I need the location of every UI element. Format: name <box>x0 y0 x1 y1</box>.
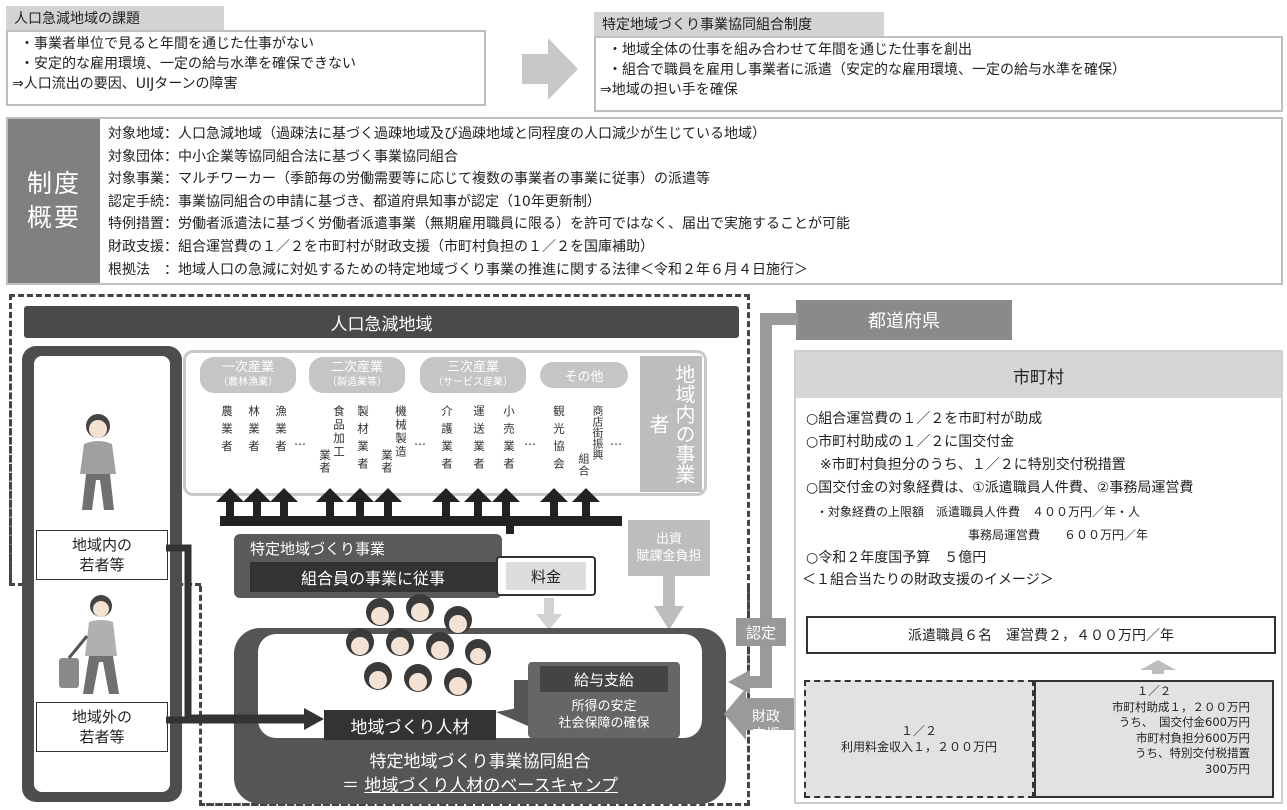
overview-row: 対象事業：マルチワーカー（季節毎の労働需要等に応じて複数の事業者の事業に従事）の… <box>108 171 710 188</box>
fee-down-arrow <box>536 598 562 630</box>
person-icon <box>80 414 116 510</box>
ellipsis-2: … <box>414 434 426 448</box>
people-group-icon <box>346 594 491 696</box>
young-out-label: 地域外の 若者等 <box>36 702 168 752</box>
issues-panel: 人口急減地域の課題 ・事業者単位で見ると年間を通じた仕事がない ・安定的な雇用環… <box>6 6 486 106</box>
city-budget: ○令和２年度国予算 ５億円 <box>806 550 987 566</box>
business-machinery: 機械製造業者 <box>380 405 408 474</box>
business-care: 介護業者 <box>440 405 454 475</box>
salary-title: 給与支給 <box>540 666 668 692</box>
city-line: ○組合運営費の１／２を市町村が助成 <box>806 411 1043 427</box>
fee-label: 料金 <box>506 562 586 590</box>
ellipsis-3: … <box>524 434 536 448</box>
local-businesses: 地域内の事業者 <box>640 356 702 492</box>
business-agriculture: 農業者 <box>220 405 234 458</box>
project-work: 組合員の事業に従事 <box>250 562 496 592</box>
certify-label: 認定 <box>736 618 786 646</box>
issues-title: 人口急減地域の課題 <box>6 6 224 30</box>
system-line: ・地域全体の仕事を組み合わせて年間を通じた仕事を創出 <box>608 42 972 58</box>
city-lines: ○組合運営費の１／２を市町村が助成 ○市町村助成の１／２に国交付金 ※市町村負担… <box>802 408 1276 590</box>
overview-row: 認定手続：事業協同組合の申請に基づき、都道府県知事が認定（10年更新制） <box>108 193 601 210</box>
industry-primary: 一次産業 （農林漁業） <box>200 357 296 393</box>
issues-line: ・事業者単位で見ると年間を通じた仕事がない <box>20 36 314 52</box>
salary-arrow <box>496 680 528 726</box>
system-panel: 特定地域づくり事業協同組合制度 ・地域全体の仕事を組み合わせて年間を通じた仕事を… <box>594 6 1283 112</box>
city-panel <box>794 350 1283 804</box>
coop-title: 特定地域づくり事業協同組合 ＝ 地域づくり人材のベースキャンプ <box>260 746 700 802</box>
business-tourism: 観光協会 <box>552 405 566 475</box>
industry-secondary: 二次産業 （製造業等） <box>309 357 405 393</box>
city-line: ○国交付金の対象経費は、①派遣職員人件費、②事務局運営費 <box>806 480 1194 496</box>
business-lumber: 製材業者 <box>356 405 370 475</box>
region-title: 人口急減地域 <box>24 306 739 338</box>
overview-row: 根拠法 ：地域人口の急減に対処するための特定地域づくり事業の推進に関する法律＜令… <box>108 261 808 278</box>
business-fishery: 漁業者 <box>274 405 288 458</box>
half-right: １／２ 市町村助成１，２００万円 うち、 国交付金600万円 市町村負担分600… <box>1034 680 1274 798</box>
ellipsis-1: … <box>294 434 306 448</box>
talent-label: 地域づくり人材 <box>324 710 496 740</box>
pref-title: 都道府県 <box>796 300 1012 340</box>
business-forestry: 林業者 <box>247 405 261 458</box>
coop-name: 特定地域づくり事業協同組合 <box>369 752 591 772</box>
city-image-title: ＜１組合当たりの財政支援のイメージ＞ <box>802 572 1054 588</box>
city-title: 市町村 <box>796 352 1281 398</box>
dispatch-arrows <box>216 488 622 534</box>
issues-line: ・安定的な雇用環境、一定の給与水準を確保できない <box>20 56 356 72</box>
coop-subtitle: ＝ 地域づくり人材のベースキャンプ <box>341 776 619 796</box>
right-arrow-icon <box>522 38 578 100</box>
business-shopping: 商店街振興組合 <box>577 405 604 477</box>
city-line: ○市町村助成の１／２に国交付金 <box>806 434 1015 450</box>
salary-text: 所得の安定 社会保障の確保 <box>558 699 650 731</box>
overview-row: 財政支援：組合運営費の１／２を市町村が財政支援（市町村負担の１／２を国庫補助） <box>108 238 654 255</box>
pref-connector <box>728 313 798 694</box>
region-left-boundary <box>9 294 12 586</box>
overview-rows: 対象地域：人口急減地域（過疎法に基づく過疎地域及び過疎地域と同程度の人口減少が生… <box>108 123 1278 281</box>
issues-body: ・事業者単位で見ると年間を通じた仕事がない ・安定的な雇用環境、一定の給与水準を… <box>6 30 486 106</box>
system-title: 特定地域づくり事業協同組合制度 <box>594 12 884 36</box>
finance-arrow <box>724 688 796 740</box>
region-lower-boundary <box>199 586 750 806</box>
half-left: １／２ 利用料金収入１，２００万円 <box>804 680 1034 798</box>
business-transport: 運送業者 <box>472 405 486 475</box>
traveler-icon <box>59 595 119 694</box>
system-body: ・地域全体の仕事を組み合わせて年間を通じた仕事を創出 ・組合で職員を雇用し事業者… <box>594 36 1283 112</box>
up-arrow-icon <box>1140 660 1176 674</box>
young-flow-arrows <box>166 544 324 730</box>
system-line: ・組合で職員を雇用し事業者に派遣（安定的な雇用環境、一定の給与水準を確保） <box>608 62 1126 78</box>
city-cost-line1: ・対象経費の上限額 派遣職員人件費 ４００万円／年・人 <box>816 505 1141 519</box>
overview-row: 対象団体：中小企業等協同組合法に基づく事業協同組合 <box>108 148 458 165</box>
industry-tertiary: 三次産業 （サービス産業） <box>420 357 526 393</box>
system-line: ⇒地域の担い手を確保 <box>600 82 738 98</box>
ellipsis-4: … <box>610 434 622 448</box>
city-cost-line2: 事務局運営費 ６００万円／年 <box>968 528 1149 542</box>
overview-label-text: 制度概要 <box>26 169 81 232</box>
city-image-box: 派遣職員６名 運営費２，４００万円／年 <box>806 616 1276 654</box>
invest-down-arrow <box>654 576 684 630</box>
overview-panel: 制度概要 対象地域：人口急減地域（過疎法に基づく過疎地域及び過疎地域と同程度の人… <box>6 117 1283 285</box>
issues-line: ⇒人口流出の要因、UIJターンの障害 <box>12 76 238 92</box>
business-retail: 小売業者 <box>502 405 516 475</box>
overview-row: 特例措置：労働者派遣法に基づく労働者派遣事業（無期雇用職員に限る）を許可ではなく… <box>108 216 850 233</box>
invest-label: 出資 賦課金負担 <box>628 520 710 576</box>
overview-row: 対象地域：人口急減地域（過疎法に基づく過疎地域及び過疎地域と同程度の人口減少が生… <box>108 126 766 142</box>
business-food: 食品加工業者 <box>318 405 346 474</box>
city-line: ※市町村負担分のうち、１／２に特別交付税措置 <box>806 457 1126 473</box>
young-in-label: 地域内の 若者等 <box>36 530 168 580</box>
overview-label: 制度概要 <box>8 119 100 283</box>
project-title: 特定地域づくり事業 <box>250 540 386 558</box>
industry-other: その他 <box>540 362 628 388</box>
finance-label: 財政支援 <box>752 709 780 743</box>
